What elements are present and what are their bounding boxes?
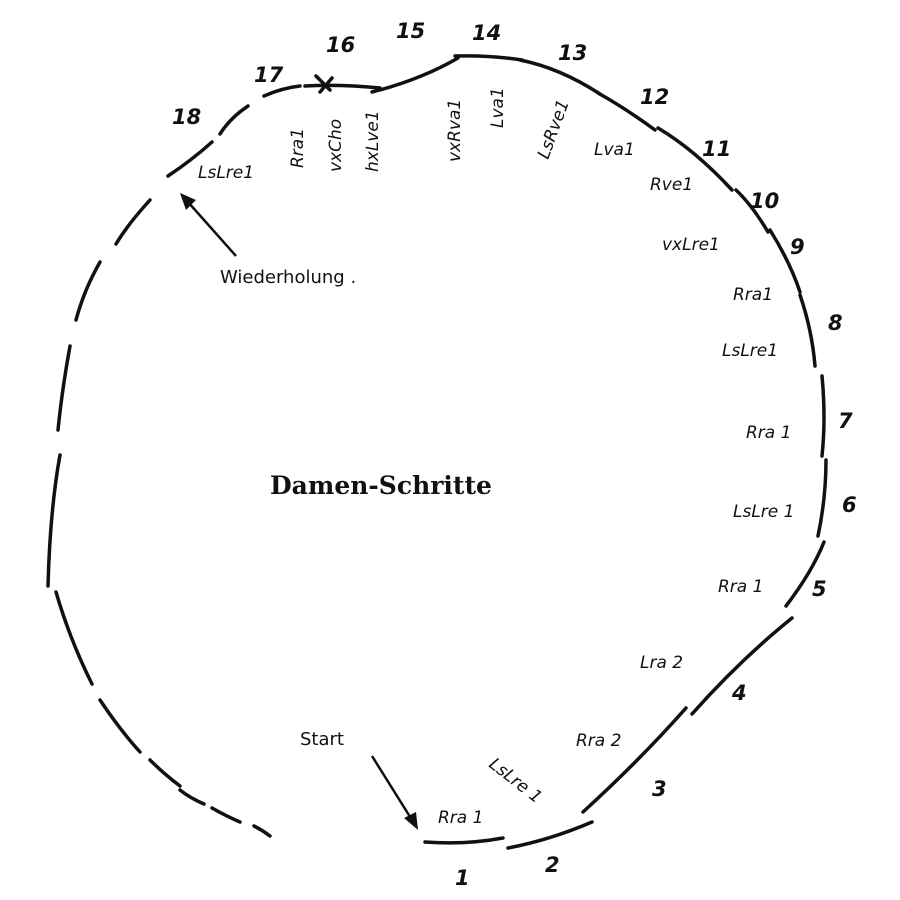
step-number-10: 10 <box>750 189 779 213</box>
step-number-16: 16 <box>326 33 355 57</box>
step-number-5: 5 <box>812 577 827 601</box>
step-numbers: 1 2 3 4 5 6 7 8 9 10 11 12 13 14 15 16 1… <box>172 19 857 890</box>
step-number-6: 6 <box>842 493 857 517</box>
step-label-2: LsLre 1 <box>485 754 546 808</box>
step-label-7: Rra 1 <box>746 423 791 443</box>
step-label-repeat: LsLre1 <box>198 163 254 183</box>
step-labels: Rra 1 Rra 2 Lra 2 Rra 1 LsLre 1 Rra 1 Ls… <box>198 87 794 828</box>
step-number-13: 13 <box>558 41 587 65</box>
repeat-arrow-icon <box>180 193 196 210</box>
step-number-7: 7 <box>838 409 853 433</box>
step-label-3: Rra 2 <box>576 731 621 751</box>
step-path <box>46 54 828 850</box>
step-label-18: Rra1 <box>288 128 308 168</box>
step-label-13: LsRve1 <box>534 97 574 162</box>
step-label-4: Lra 2 <box>640 653 683 673</box>
step-number-4: 4 <box>731 681 747 705</box>
step-label-14: Lva1 <box>488 87 508 128</box>
step-number-3: 3 <box>652 777 667 801</box>
step-label-8: LsLre1 <box>722 341 778 361</box>
step-label-15: vxRva1 <box>445 99 465 162</box>
start-annotation: Start <box>300 729 418 830</box>
step-label-11: Rve1 <box>650 175 693 195</box>
step-number-1: 1 <box>455 866 470 890</box>
step-label-17: vxCho <box>326 119 346 172</box>
step-label-16: hxLve1 <box>363 110 383 172</box>
step-label-5: Rra 1 <box>718 577 763 597</box>
step-number-2: 2 <box>545 853 560 877</box>
step-number-14: 14 <box>472 21 501 45</box>
step-number-17: 17 <box>254 63 284 87</box>
step-number-8: 8 <box>828 311 843 335</box>
diagram-title: Damen-Schritte <box>270 471 492 500</box>
start-label: Start <box>300 729 344 750</box>
step-label-12: Lva1 <box>594 140 635 160</box>
step-number-11: 11 <box>702 137 731 161</box>
step-label-6: LsLre 1 <box>733 502 794 522</box>
step-number-12: 12 <box>640 85 669 109</box>
start-arrow-icon <box>404 812 418 830</box>
step-number-18: 18 <box>172 105 201 129</box>
step-label-1: Rra 1 <box>438 808 483 828</box>
step-number-9: 9 <box>790 235 805 259</box>
step-number-15: 15 <box>396 19 425 43</box>
repeat-annotation: Wiederholung . <box>180 193 356 288</box>
step-label-10: vxLre1 <box>662 235 720 255</box>
step-label-9: Rra1 <box>733 285 773 305</box>
repeat-label: Wiederholung . <box>220 267 356 288</box>
